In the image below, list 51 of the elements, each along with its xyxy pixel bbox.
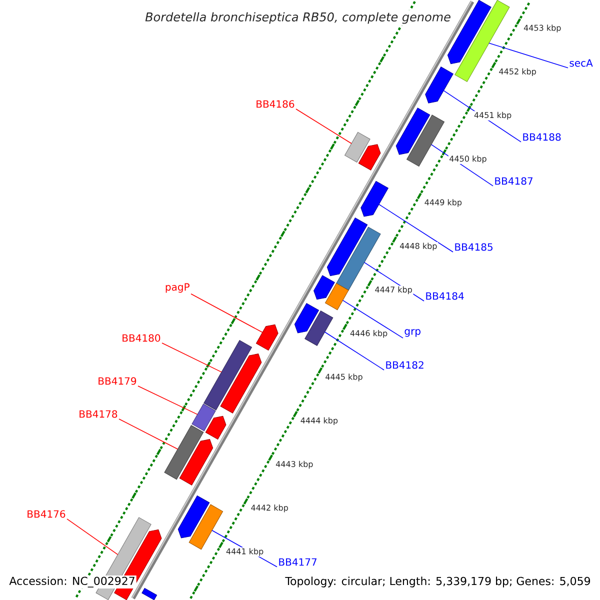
leader-line <box>488 42 568 68</box>
gene-label: BB4188 <box>523 133 561 141</box>
gene-bar <box>304 310 334 346</box>
leader-line <box>296 108 352 144</box>
title: Bordetella bronchiseptica RB50, complete genome <box>143 10 453 26</box>
gene-bar <box>204 340 252 410</box>
tick-label: 4450 kbp <box>448 154 488 164</box>
gene-label: BB4182 <box>386 361 424 369</box>
leader-line <box>378 204 454 252</box>
gene-label: pagP <box>166 283 190 293</box>
gene-block <box>360 180 388 217</box>
gene-label: BB4185 <box>455 243 492 251</box>
tick-label: 4451 kbp <box>473 111 512 120</box>
gene-bar <box>188 504 224 550</box>
leader-line <box>162 342 222 372</box>
gene-label: BB4176 <box>28 510 66 518</box>
tick-label: 4441 kbp <box>225 547 264 557</box>
tick-label: 4445 kbp <box>324 372 364 382</box>
gene-label: BB4177 <box>279 558 316 566</box>
leader-line <box>324 332 384 370</box>
accession-text: Accession: NC_002927 <box>8 576 136 588</box>
tick-label: 4446 kbp <box>349 329 388 339</box>
gene-label: secA <box>570 59 593 67</box>
tick-label: 4453 kbp <box>522 24 562 34</box>
leader-line <box>190 293 263 333</box>
leader-line <box>66 518 118 555</box>
gene-label: BB4186 <box>256 100 294 108</box>
gene-label: BB4184 <box>426 292 464 300</box>
gene-label: BB4179 <box>98 377 136 385</box>
gene-bar <box>192 404 216 432</box>
gene-label: BB4187 <box>495 177 532 185</box>
tick-label: 4443 kbp <box>274 460 314 470</box>
tick-label: 4449 kbp <box>424 198 463 208</box>
topology-text: Topology: circular; Length: 5,339,179 bp; Genes: 5,059 <box>284 576 592 588</box>
gene-bar <box>344 132 370 162</box>
tick-label: 4442 kbp <box>250 504 290 514</box>
gene-bar <box>324 283 349 310</box>
gene-block <box>425 66 454 104</box>
gene-label: grp <box>404 329 420 337</box>
leader-line <box>118 418 178 450</box>
gene-label: BB4178 <box>80 410 118 418</box>
leader-line <box>138 386 198 415</box>
gene-block <box>256 324 278 351</box>
gene-bar <box>164 425 204 480</box>
gene-bar <box>406 114 444 167</box>
leader-line <box>342 300 404 338</box>
tick-label: 4448 kbp <box>398 242 438 252</box>
gene-label: BB4180 <box>122 334 160 342</box>
tick-label: 4447 kbp <box>374 286 414 295</box>
tick-label: 4452 kbp <box>498 67 538 77</box>
tick-label: 4444 kbp <box>300 416 339 426</box>
